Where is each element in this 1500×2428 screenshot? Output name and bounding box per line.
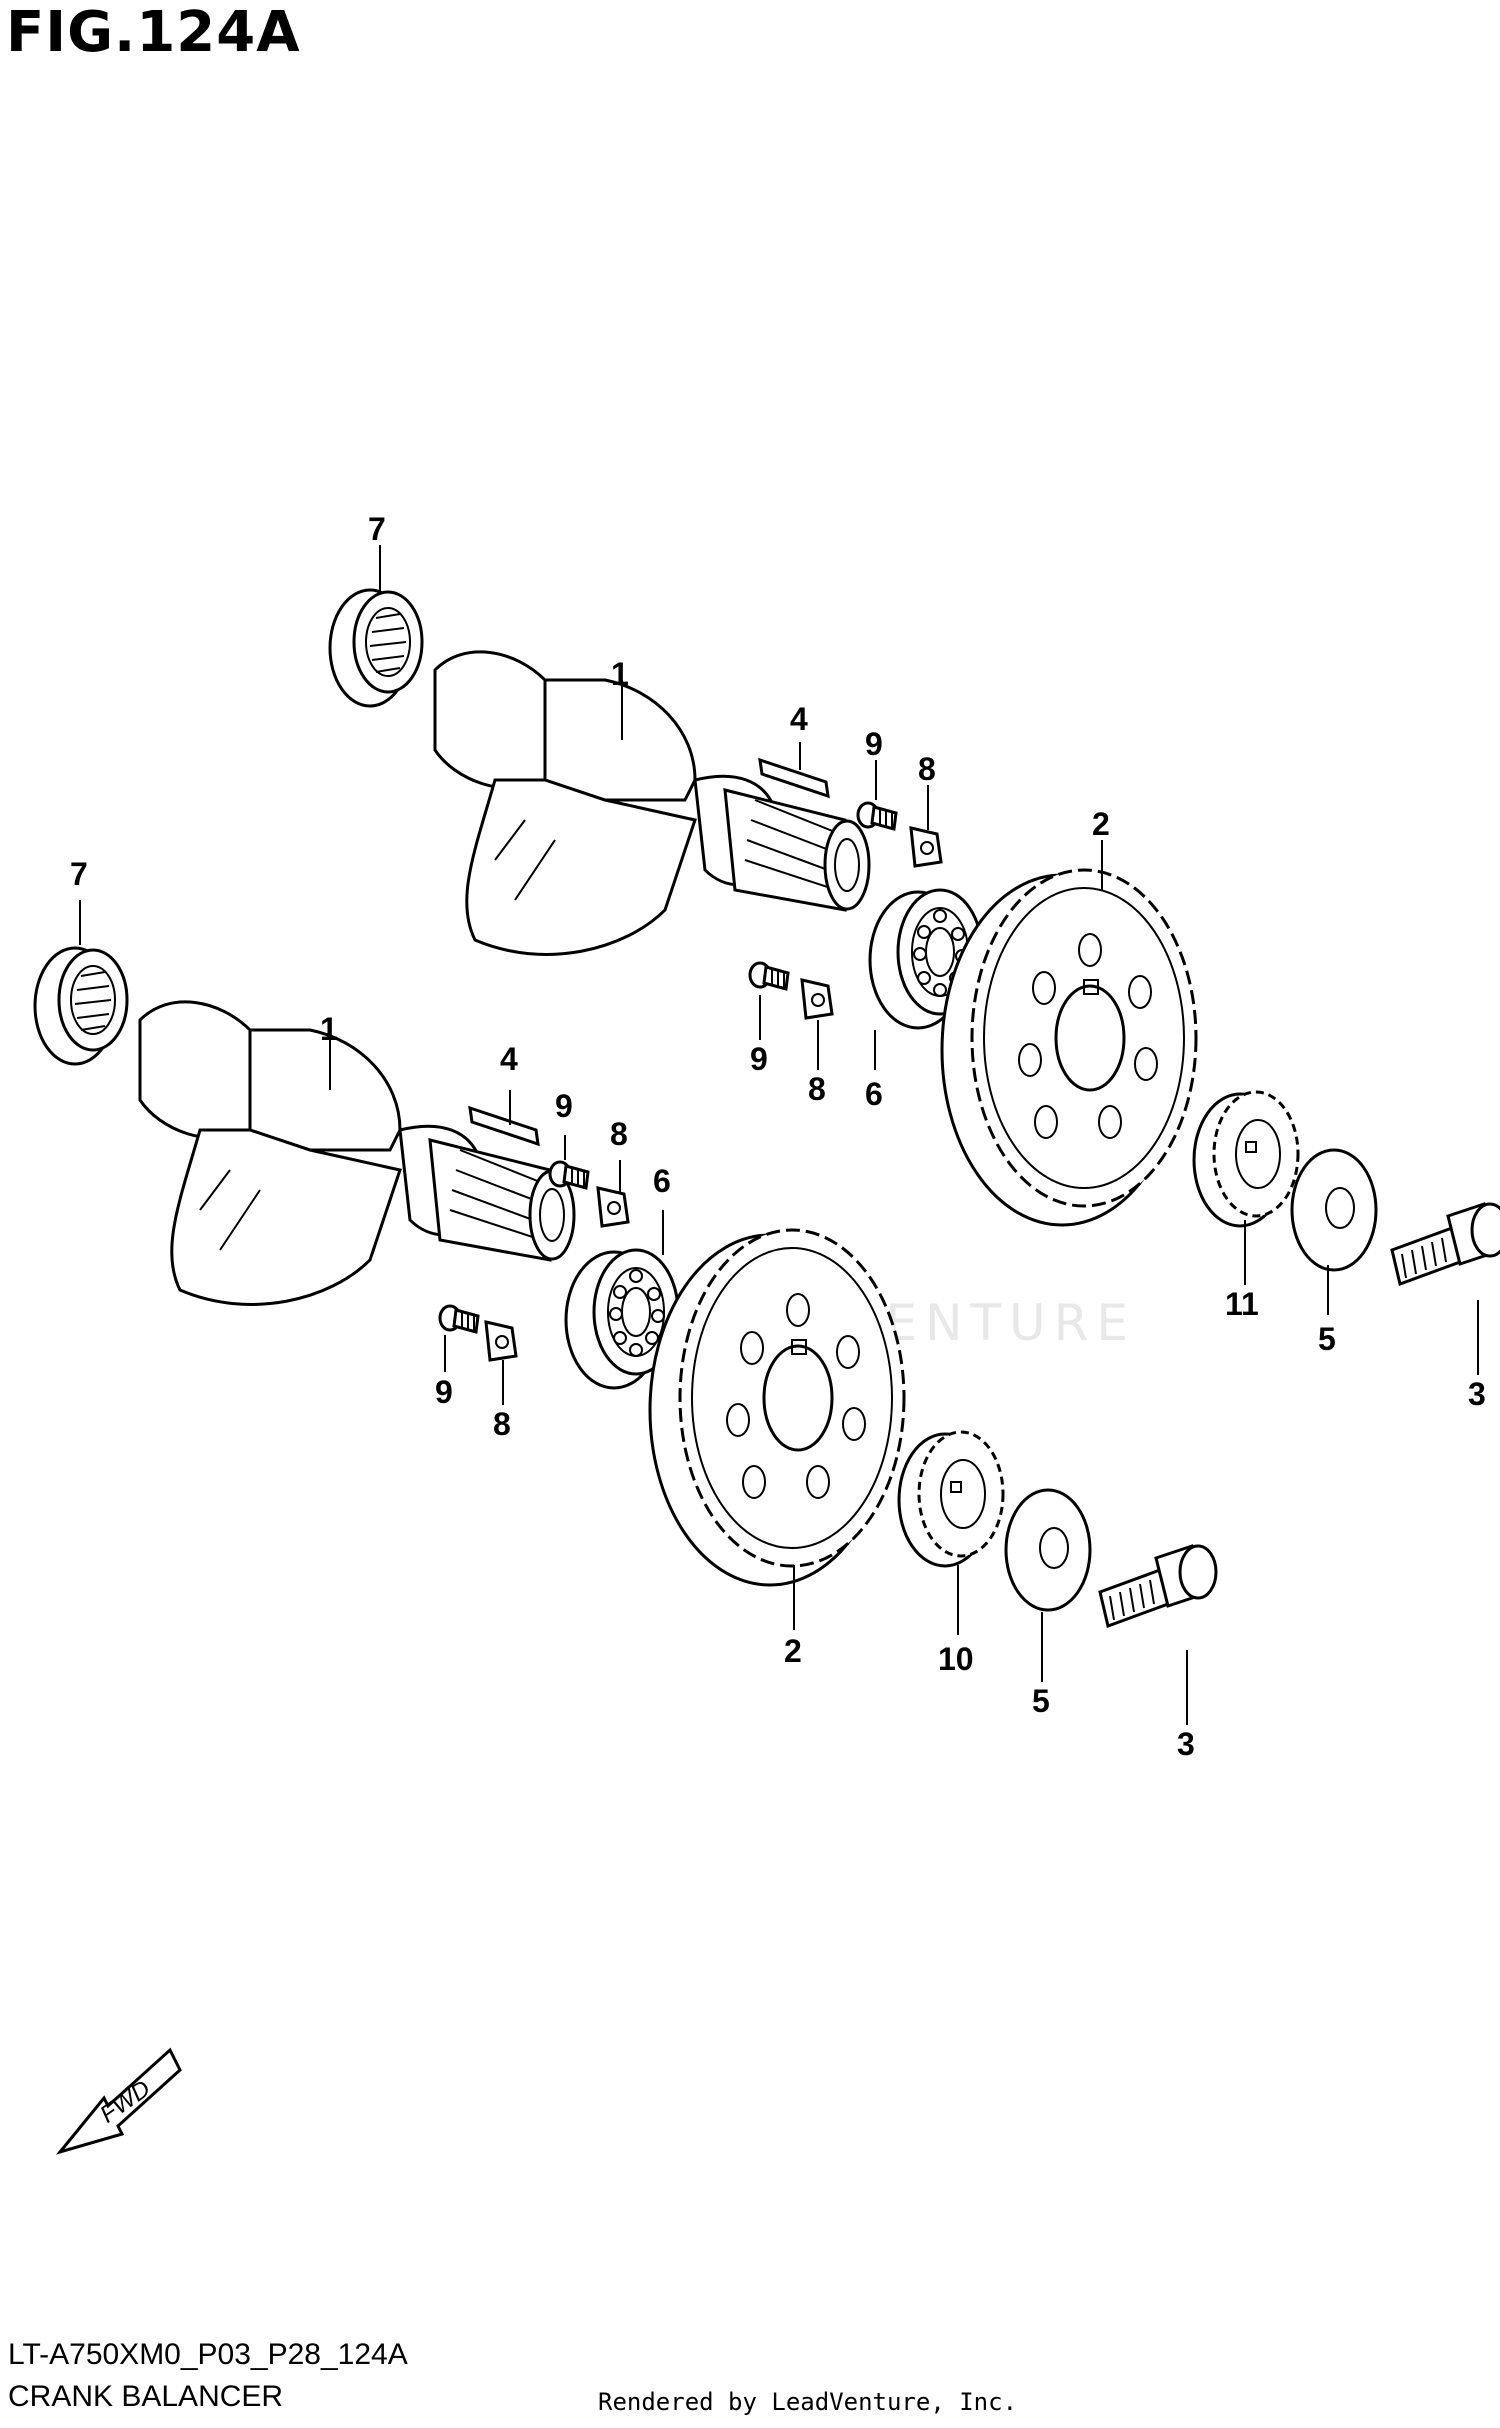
callout-8-upper-a: 8 bbox=[918, 751, 936, 787]
callout-6-lower: 6 bbox=[653, 1163, 671, 1199]
callout-9-upper-a: 9 bbox=[865, 726, 883, 762]
callouts-upper: 7 1 4 9 8 2 9 8 6 11 5 3 bbox=[368, 511, 1486, 1412]
key-lower bbox=[468, 1106, 540, 1146]
screw-lower-a bbox=[548, 1160, 590, 1190]
callout-9-upper-b: 9 bbox=[750, 1041, 768, 1077]
balancer-shaft-upper bbox=[433, 650, 871, 956]
lock-plate-lower-b bbox=[484, 1320, 518, 1362]
screw-upper-a bbox=[856, 801, 898, 831]
bolt-lower bbox=[1098, 1544, 1218, 1628]
key-upper bbox=[758, 758, 830, 798]
render-credit: Rendered by LeadVenture, Inc. bbox=[598, 2388, 1018, 2416]
callout-8-lower-a: 8 bbox=[610, 1116, 628, 1152]
callout-8-upper-b: 8 bbox=[808, 1071, 826, 1107]
diagram-code: LT-A750XM0_P03_P28_124A bbox=[8, 2338, 408, 2371]
washer-lower bbox=[1004, 1488, 1092, 1612]
callout-4-lower: 4 bbox=[500, 1041, 518, 1077]
callout-9-lower-b: 9 bbox=[435, 1374, 453, 1410]
callout-4-upper: 4 bbox=[790, 701, 808, 737]
callout-1-lower: 1 bbox=[320, 1011, 338, 1047]
callouts-lower: 7 1 4 9 8 6 9 8 2 10 5 3 bbox=[70, 856, 1195, 1762]
callout-7-upper: 7 bbox=[368, 511, 386, 547]
callout-5-lower: 5 bbox=[1032, 1683, 1050, 1719]
callout-7-lower: 7 bbox=[70, 856, 88, 892]
callout-1-upper: 1 bbox=[611, 656, 629, 692]
lock-plate-upper-a bbox=[909, 826, 943, 868]
screw-upper-b bbox=[748, 961, 790, 991]
drive-gear-upper bbox=[940, 868, 1198, 1227]
figure-title: FIG.124A bbox=[6, 0, 301, 65]
callout-8-lower-b: 8 bbox=[493, 1406, 511, 1442]
callout-2-upper: 2 bbox=[1092, 806, 1110, 842]
callout-10-lower: 10 bbox=[938, 1641, 974, 1677]
washer-upper bbox=[1290, 1148, 1378, 1272]
needle-bearing-upper bbox=[328, 588, 424, 708]
bolt-upper bbox=[1390, 1202, 1500, 1286]
lock-plate-upper-b bbox=[800, 978, 834, 1020]
callout-11-upper: 11 bbox=[1225, 1286, 1259, 1322]
fwd-arrow-icon: FWD bbox=[55, 2047, 182, 2155]
callout-5-upper: 5 bbox=[1318, 1321, 1336, 1357]
callout-3-upper: 3 bbox=[1468, 1376, 1486, 1412]
drive-gear-lower bbox=[648, 1228, 906, 1587]
driven-gear-lower bbox=[897, 1430, 1005, 1568]
screw-lower-b bbox=[438, 1304, 480, 1334]
callout-3-lower: 3 bbox=[1177, 1726, 1195, 1762]
leader-lines bbox=[79, 545, 1479, 1725]
callout-6-upper: 6 bbox=[865, 1076, 883, 1112]
diagram-caption: CRANK BALANCER bbox=[8, 2380, 284, 2413]
lock-plate-lower-a bbox=[596, 1186, 630, 1228]
driven-gear-upper bbox=[1192, 1090, 1300, 1228]
callout-2-lower: 2 bbox=[784, 1633, 802, 1669]
needle-bearing-lower bbox=[33, 946, 129, 1066]
callout-9-lower-a: 9 bbox=[555, 1088, 573, 1124]
